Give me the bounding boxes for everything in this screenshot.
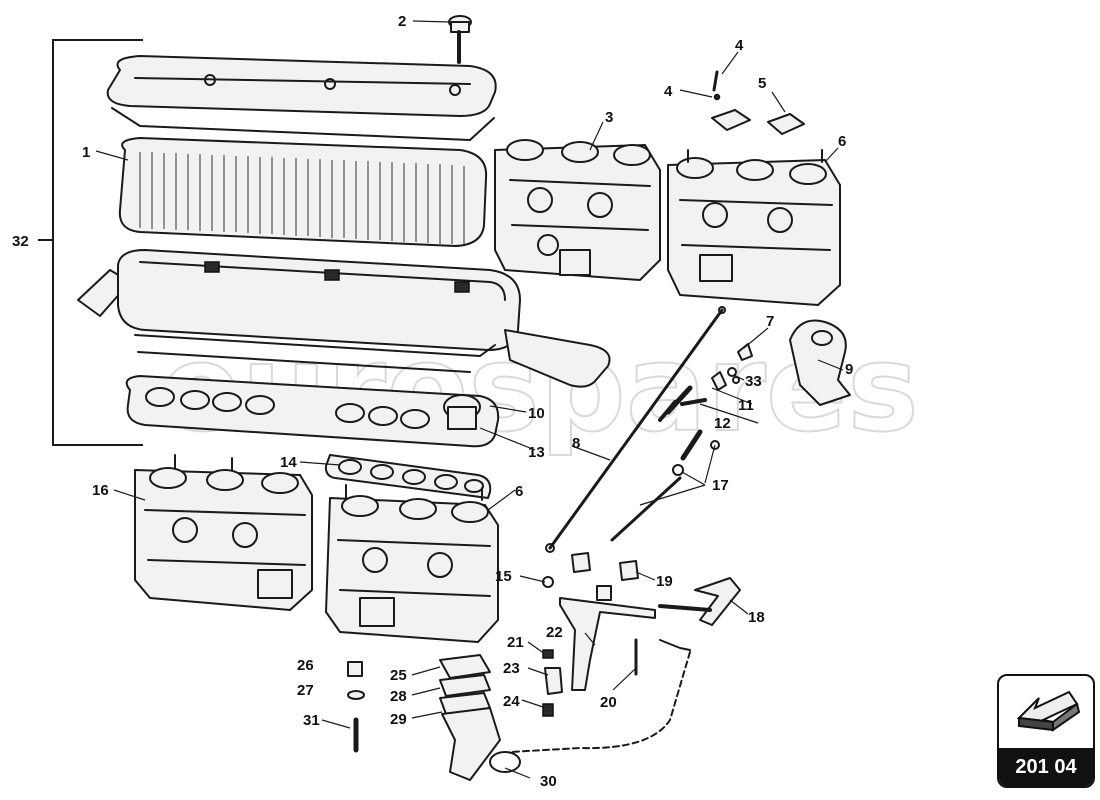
reference-code: 201 04 bbox=[999, 748, 1093, 786]
part-mounting-bracket bbox=[789, 319, 851, 406]
callout-labels: 2 1 3 4 4 5 6 6 7 8 9 10 11 12 13 14 15 … bbox=[12, 13, 853, 790]
callout-31: 31 bbox=[303, 712, 320, 729]
callout-17: 17 bbox=[712, 477, 729, 494]
callout-14: 14 bbox=[280, 454, 297, 471]
part-adjusters bbox=[542, 649, 563, 717]
part-carburettor-3 bbox=[494, 139, 661, 281]
callout-6b: 6 bbox=[515, 483, 523, 500]
callout-8: 8 bbox=[572, 435, 580, 452]
part-manifold-plate bbox=[125, 375, 500, 448]
callout-4b: 4 bbox=[664, 83, 673, 100]
part-bushes bbox=[542, 552, 639, 588]
part-carburettor-6-top bbox=[667, 149, 841, 306]
callout-21: 21 bbox=[507, 634, 524, 651]
callout-6a: 6 bbox=[838, 133, 846, 150]
callout-3: 3 bbox=[605, 109, 613, 126]
part-angle-bracket bbox=[658, 577, 741, 626]
part-linkage-rod bbox=[545, 306, 726, 553]
callout-4a: 4 bbox=[735, 37, 744, 54]
part-manifold-gasket bbox=[324, 454, 492, 499]
part-linkage-pins bbox=[610, 429, 720, 542]
callout-25: 25 bbox=[390, 667, 407, 684]
callout-19: 19 bbox=[656, 573, 673, 590]
callout-32: 32 bbox=[12, 233, 29, 250]
callout-13: 13 bbox=[528, 444, 545, 461]
callout-12: 12 bbox=[714, 415, 731, 432]
assembly-bracket bbox=[38, 39, 143, 446]
callout-7: 7 bbox=[766, 313, 774, 330]
callout-20: 20 bbox=[600, 694, 617, 711]
part-flange-stack bbox=[439, 654, 521, 781]
part-carburettor-16 bbox=[134, 454, 313, 611]
part-filter-element bbox=[118, 137, 488, 247]
callout-27: 27 bbox=[297, 682, 314, 699]
callout-9: 9 bbox=[845, 361, 853, 378]
callout-15: 15 bbox=[495, 568, 512, 585]
callout-1: 1 bbox=[82, 144, 90, 161]
callout-23: 23 bbox=[503, 660, 520, 677]
callout-16: 16 bbox=[92, 482, 109, 499]
callout-30: 30 bbox=[540, 773, 557, 790]
callout-24: 24 bbox=[503, 693, 520, 710]
callout-11: 11 bbox=[738, 397, 754, 414]
part-throttle-cable bbox=[509, 638, 691, 753]
callout-10: 10 bbox=[528, 405, 545, 422]
part-airfilter-cover bbox=[106, 55, 497, 141]
part-nut-washer-stud bbox=[347, 661, 365, 753]
callout-18: 18 bbox=[748, 609, 765, 626]
part-lever-bracket bbox=[559, 585, 656, 691]
part-screws-and-caps bbox=[711, 70, 805, 135]
arrow-pointer-icon bbox=[1016, 690, 1081, 732]
page-reference-badge: 201 04 bbox=[997, 674, 1095, 788]
part-carburettor-6-lower bbox=[325, 484, 499, 643]
callout-22: 22 bbox=[546, 624, 563, 641]
callout-2: 2 bbox=[398, 13, 406, 30]
part-knob-screw bbox=[448, 15, 472, 64]
callout-26: 26 bbox=[297, 657, 314, 674]
callout-28: 28 bbox=[390, 688, 407, 705]
part-airbox-base bbox=[77, 249, 611, 388]
callout-29: 29 bbox=[390, 711, 407, 728]
leader-lines bbox=[95, 20, 844, 779]
callout-5: 5 bbox=[758, 75, 766, 92]
callout-33: 33 bbox=[745, 373, 762, 390]
